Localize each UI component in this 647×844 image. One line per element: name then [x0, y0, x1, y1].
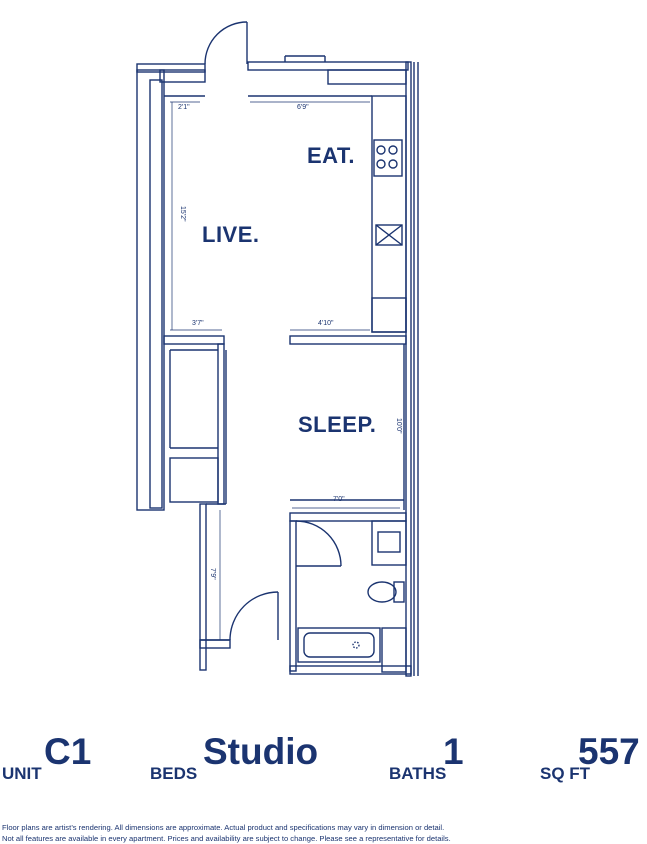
- stove: [373, 139, 403, 177]
- hall-door-swing: [229, 591, 279, 641]
- sqft-label: SQ FT: [540, 764, 591, 783]
- floor-plan-drawing: [136, 21, 419, 677]
- entry-door-swing: [204, 21, 248, 65]
- sqft-value: 557: [578, 731, 640, 772]
- dimension-label: 2'1": [178, 104, 190, 111]
- dimension-label: 7'9": [209, 568, 216, 580]
- bathroom-door-swing: [295, 520, 342, 567]
- room-label-live: LIVE.: [202, 222, 260, 247]
- baths-label: BATHS: [389, 764, 447, 783]
- bedroom-closet-wall: [217, 343, 225, 505]
- left-wall-column-inner: [149, 79, 163, 509]
- dimension-label: 7'0": [333, 496, 345, 503]
- room-label-eat: EAT.: [307, 143, 356, 168]
- dimension-label: 10'0": [395, 418, 402, 434]
- beds-label: BEDS: [150, 764, 198, 783]
- unit-label: UNIT: [2, 764, 42, 783]
- bathtub: [297, 627, 381, 663]
- kitchen-counter: [371, 95, 407, 333]
- divider-wall-left: [163, 335, 225, 345]
- bedroom-bottom-wall: [289, 512, 407, 522]
- toilet: [367, 581, 397, 603]
- right-exterior-wall: [405, 61, 412, 677]
- dimension-label: 3'7": [192, 320, 204, 327]
- baths-value: 1: [443, 731, 464, 772]
- fridge: [371, 297, 407, 333]
- disclaimer-line-1: Floor plans are artist’s rendering. All …: [2, 823, 445, 832]
- beds-value: Studio: [203, 731, 319, 772]
- dimension-label: 15'2": [179, 206, 186, 222]
- hall-left-wall: [199, 503, 207, 671]
- top-wall-right: [247, 61, 409, 71]
- hall-bottom-wall: [199, 639, 231, 649]
- bathroom-vanity: [371, 520, 407, 566]
- dimension-label: 6'9": [297, 104, 309, 111]
- window-left: [159, 69, 206, 83]
- kitchen-sink: [375, 224, 403, 246]
- disclaimer-line-2: Not all features are available in every …: [2, 834, 451, 843]
- left-wall-column: [136, 69, 165, 511]
- top-wall-left: [136, 63, 206, 73]
- linen-closet: [381, 627, 407, 673]
- divider-wall-right: [289, 335, 407, 345]
- dimension-label: 4'10": [318, 320, 334, 327]
- window-right: [327, 69, 407, 85]
- bathroom-bottom-wall: [289, 665, 412, 675]
- room-label-sleep: SLEEP.: [298, 412, 377, 437]
- bathroom-left-wall: [289, 520, 297, 672]
- storage-cabinet: [169, 457, 219, 503]
- unit-value: C1: [44, 731, 92, 772]
